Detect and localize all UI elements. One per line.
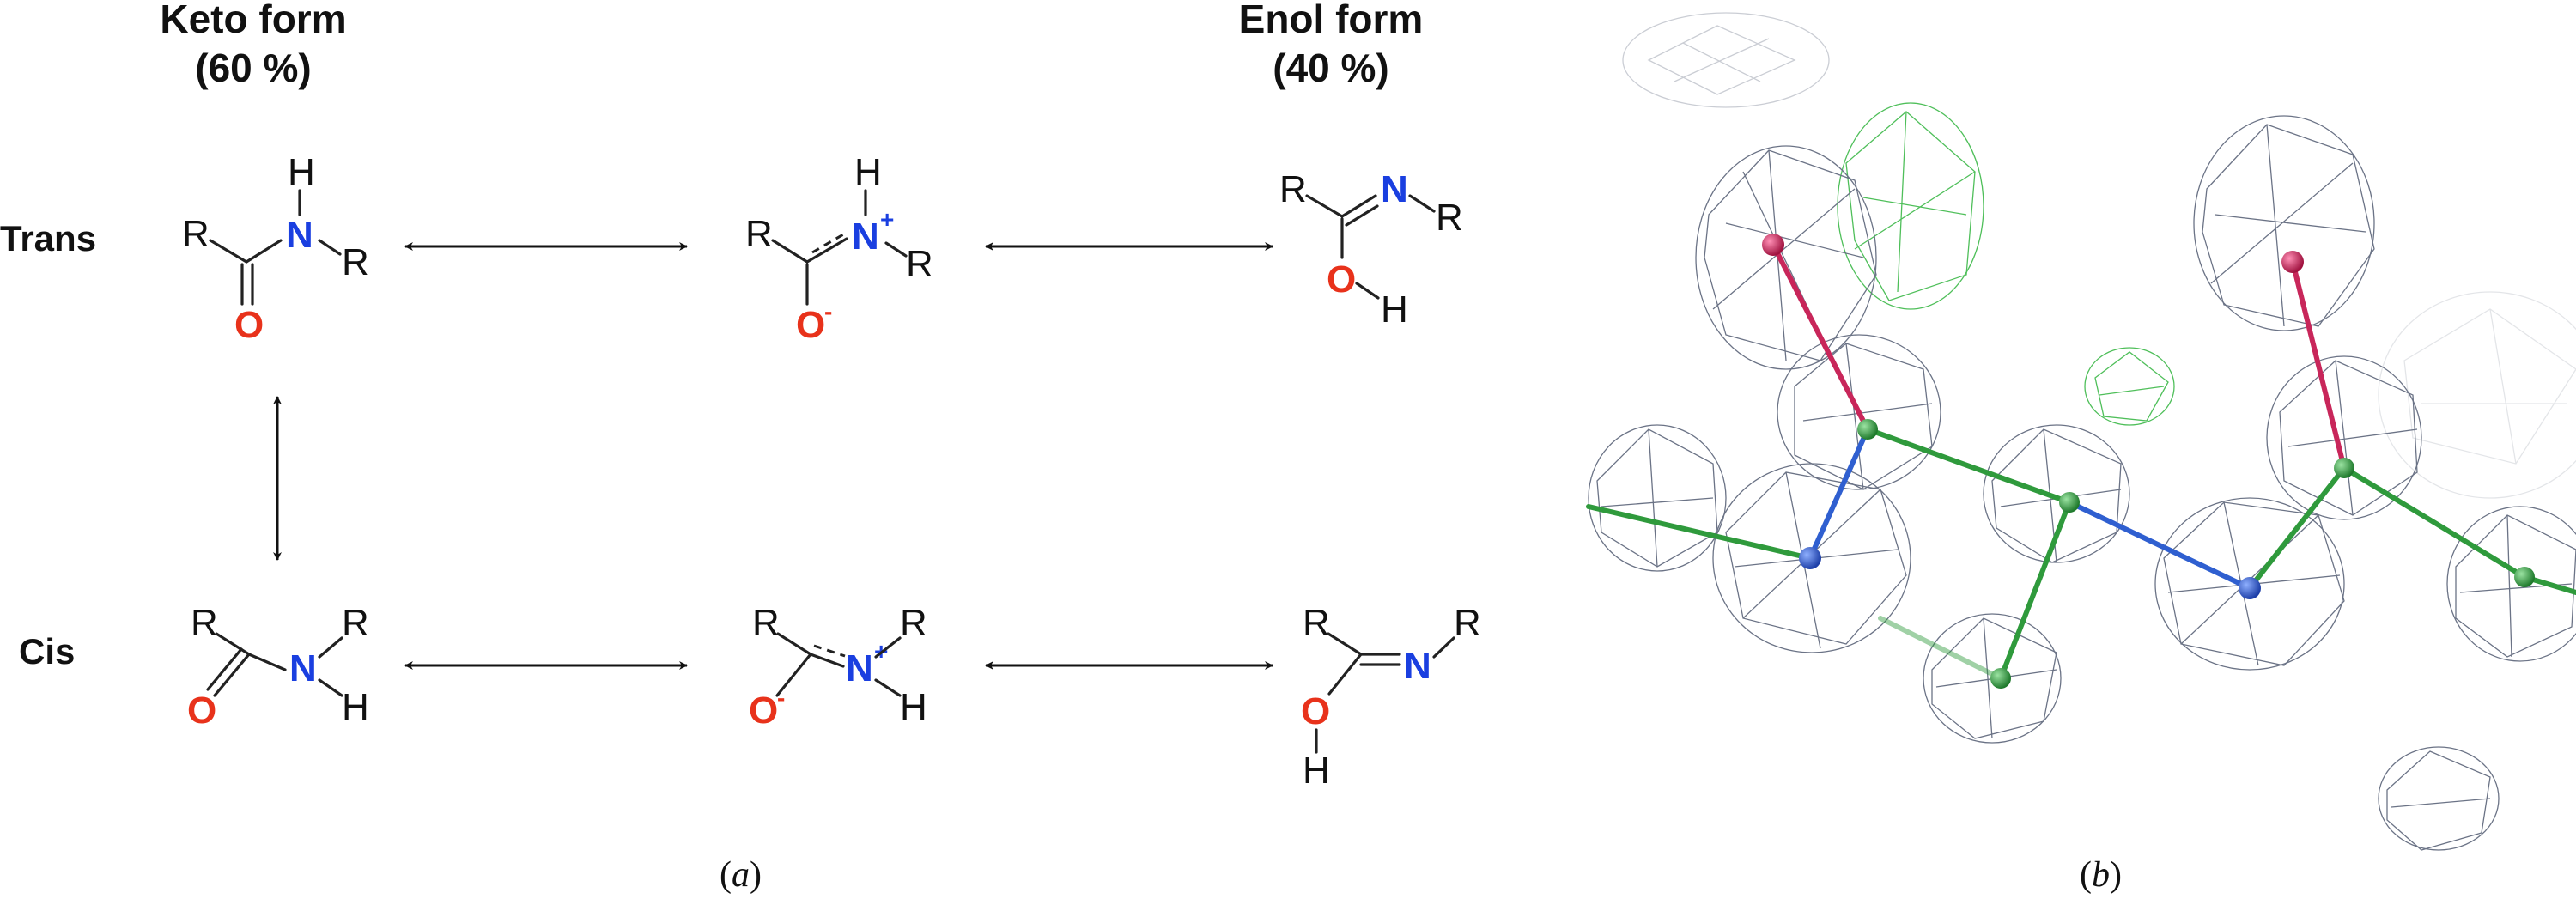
svg-text:O: O — [1301, 690, 1330, 732]
difference-density-mesh — [1837, 102, 2175, 426]
svg-text:H: H — [900, 686, 927, 728]
electron-density-mesh — [1588, 115, 2576, 851]
svg-text:H: H — [854, 151, 882, 193]
svg-text:+: + — [880, 206, 894, 233]
keto-form-percent: (60 %) — [195, 46, 311, 90]
svg-text:O: O — [234, 304, 264, 346]
svg-text:N: N — [846, 647, 873, 689]
keto-form-title: Keto form — [160, 0, 346, 41]
trans-enol-structure: R N R O H — [1279, 168, 1463, 331]
carbon-atom — [2059, 492, 2080, 513]
svg-text:H: H — [342, 686, 369, 728]
svg-text:R: R — [1454, 602, 1481, 644]
svg-text:O: O — [187, 689, 216, 732]
svg-text:O: O — [796, 304, 825, 346]
svg-text:R: R — [182, 213, 210, 255]
nitrogen-atom — [2239, 577, 2261, 599]
row-label-trans: Trans — [0, 218, 96, 258]
svg-text:R: R — [752, 602, 780, 644]
panel-b: (b) — [1586, 12, 2576, 895]
enol-form-title: Enol form — [1239, 0, 1424, 41]
svg-text:N: N — [286, 214, 313, 256]
svg-text:N: N — [1381, 168, 1408, 210]
cis-keto-structure: R R N H O — [187, 602, 369, 732]
svg-text:-: - — [824, 298, 832, 325]
svg-text:R: R — [1279, 168, 1307, 210]
carbon-atom — [1857, 419, 1878, 440]
panel-a: Keto form (60 %) Enol form (40 %) Trans … — [0, 0, 1481, 895]
svg-text:R: R — [342, 602, 369, 644]
svg-text:H: H — [1381, 289, 1408, 331]
cis-zwitterion-structure: R R N + H O - — [749, 602, 927, 732]
svg-text:R: R — [342, 241, 369, 283]
svg-text:O: O — [1327, 258, 1356, 301]
svg-text:N: N — [1404, 645, 1431, 687]
svg-text:-: - — [777, 684, 785, 711]
svg-text:R: R — [191, 602, 218, 644]
svg-text:H: H — [1303, 750, 1330, 792]
caption-b: (b) — [2080, 855, 2122, 895]
oxygen-atom — [1762, 234, 1784, 256]
enol-form-percent: (40 %) — [1273, 46, 1388, 90]
nitrogen-atom — [1799, 547, 1821, 569]
svg-text:O: O — [749, 689, 778, 732]
oxygen-atom — [2281, 251, 2304, 273]
svg-text:N: N — [852, 216, 879, 258]
svg-text:R: R — [745, 213, 773, 255]
svg-text:R: R — [900, 602, 927, 644]
svg-text:R: R — [1303, 602, 1330, 644]
carbon-atom — [2514, 567, 2535, 587]
svg-text:H: H — [288, 151, 315, 193]
carbon-atom — [1990, 668, 2011, 689]
svg-text:R: R — [906, 243, 933, 285]
ball-and-stick-model — [1586, 234, 2576, 689]
carbon-atom — [2334, 458, 2354, 478]
row-label-cis: Cis — [19, 631, 75, 671]
svg-text:N: N — [289, 647, 317, 689]
svg-text:R: R — [1436, 197, 1463, 239]
trans-zwitterion-structure: R H N + R O - — [745, 151, 933, 346]
trans-keto-structure: R H N R O — [182, 151, 369, 346]
cis-enol-structure: R R N O H — [1301, 602, 1481, 792]
caption-a: (a) — [720, 855, 762, 895]
